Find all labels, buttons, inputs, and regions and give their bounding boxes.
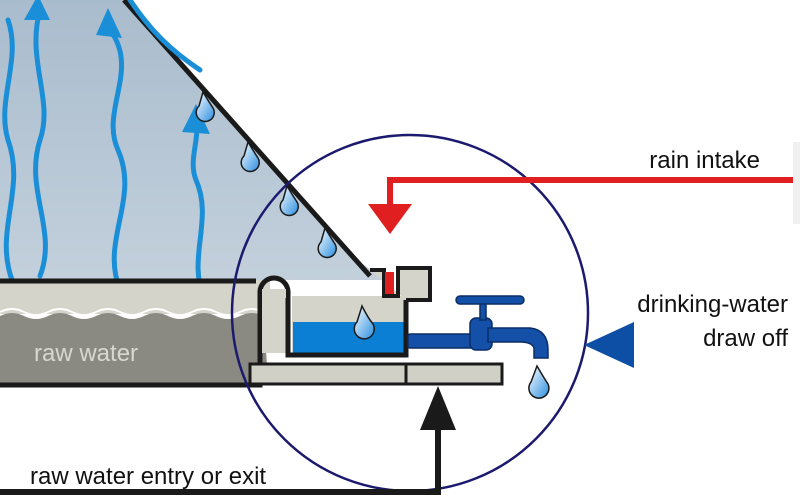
raw-water-entry-arrowhead — [420, 386, 456, 430]
water-drop-icon — [240, 140, 260, 173]
gutter — [370, 266, 432, 302]
condensate-drops — [195, 90, 337, 259]
basin-outline — [0, 275, 409, 388]
vapour-arrows — [2, 0, 208, 303]
water-drop-icon — [317, 226, 337, 259]
drinking-water — [293, 322, 405, 353]
vapour-arrow-5 — [127, 0, 203, 73]
raw-water-waves — [0, 308, 265, 316]
raw-water-body — [0, 313, 268, 383]
vapour-arrowheads — [24, 0, 210, 134]
trough-wall — [262, 289, 286, 353]
drinking-water-label-line1: drinking-water — [637, 291, 788, 318]
trough-outline — [285, 298, 409, 358]
vapour-arrow-1 — [2, 17, 17, 283]
glass-edge — [122, 0, 372, 278]
vapour-arrow-3 — [107, 27, 128, 293]
basin-top — [0, 280, 270, 314]
raw-water-label: raw water — [34, 340, 138, 367]
vapour-arrow-4 — [190, 117, 208, 303]
rain-intake-pipe — [387, 177, 800, 205]
rain-intake-arrowhead — [368, 204, 412, 234]
raw-water-entry-line — [0, 420, 441, 495]
rain-intake-box — [793, 142, 800, 224]
vapour-arrow-2 — [33, 7, 48, 279]
raw-water-entry-label: raw water entry or exit — [30, 463, 266, 490]
water-drop-icon — [353, 304, 376, 340]
drinking-water-label-line2: draw off — [703, 325, 788, 352]
rain-intake-label: rain intake — [649, 147, 760, 174]
water-drop-icon — [528, 364, 550, 399]
foundation-plate-left — [248, 362, 410, 386]
foundation-plate-right — [404, 362, 504, 386]
draw-off-arrowhead — [584, 322, 634, 368]
water-drop-icon — [195, 90, 215, 123]
rain-intake-nozzle — [385, 272, 394, 294]
water-drop-icon — [279, 184, 299, 217]
water-tap-icon — [407, 295, 549, 359]
